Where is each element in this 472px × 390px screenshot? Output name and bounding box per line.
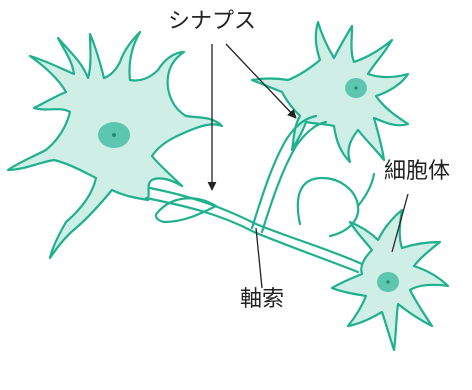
axon-main-lower (146, 198, 358, 272)
neuron-top-right-body (252, 22, 408, 162)
axon-collateral-tail (358, 174, 374, 206)
pointer-axon (256, 228, 262, 288)
neuron-bottom-right-nucleolus (386, 280, 389, 283)
neuron-top-right-nucleolus (354, 86, 357, 89)
neuron-top-right (252, 22, 408, 162)
neuron-left (8, 32, 222, 258)
label-cell-body: 細胞体 (384, 160, 450, 184)
axon-collateral-loop (298, 178, 358, 236)
label-axon: 軸索 (240, 288, 284, 312)
label-synapse: シナプス (168, 10, 256, 34)
neuron-bottom-right (332, 210, 448, 350)
neuron-left-nucleolus (112, 133, 116, 137)
